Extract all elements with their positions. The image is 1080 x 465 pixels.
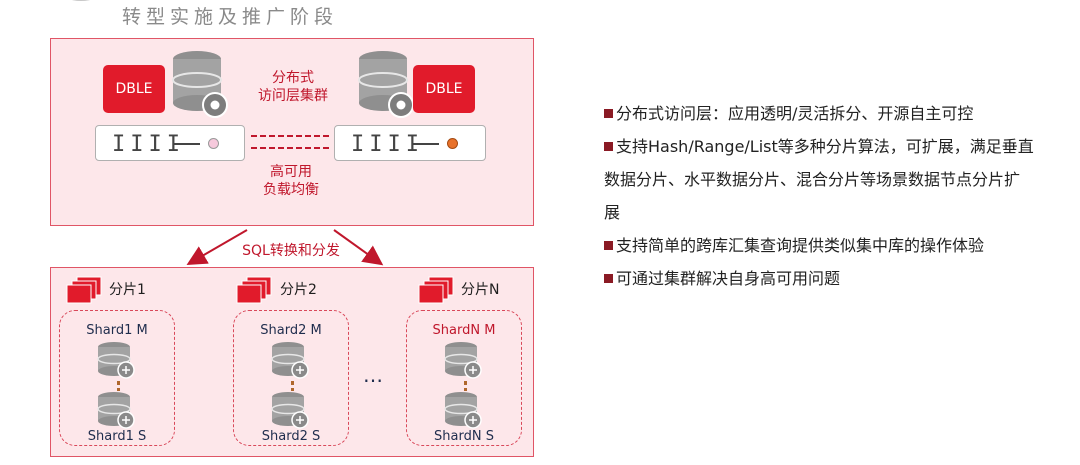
database-icon	[444, 392, 482, 429]
load-balancer-right: IIII	[334, 125, 486, 161]
lb-status-light	[208, 138, 219, 149]
database-icon	[97, 392, 135, 429]
database-gear-icon-left	[172, 51, 228, 118]
shard-slave-label: ShardN S	[434, 429, 494, 444]
database-icon	[97, 342, 135, 379]
database-icon	[271, 342, 309, 379]
feature-item: 分布式访问层：应用透明/灵活拆分、开源自主可控	[604, 97, 1034, 130]
feature-item: 支持简单的跨库汇集查询提供类似集中库的操作体验	[604, 229, 1034, 262]
lb-port-bars: IIII	[351, 132, 424, 157]
fragment-label: 分片2	[280, 282, 317, 298]
shard-slave-label: Shard1 S	[87, 429, 147, 444]
ha-label-line1: 高可用	[270, 164, 312, 180]
shard-master-label: Shard1 M	[86, 323, 148, 338]
fragment-label: 分片1	[109, 282, 146, 298]
database-icon	[444, 342, 482, 379]
shard-group: Shard2 M Shard2 S	[233, 310, 349, 446]
bullet-square-icon	[604, 241, 613, 250]
lb-dash	[413, 143, 439, 145]
shard-master-label: ShardN M	[432, 323, 496, 338]
shard-group: ShardN M ShardN S	[406, 310, 522, 446]
sql-routing-label: SQL转换和分发	[242, 243, 340, 259]
ha-link	[251, 135, 329, 149]
access-layer-label-line1: 分布式	[272, 70, 314, 86]
feature-item: 可通过集群解决自身高可用问题	[604, 262, 1034, 295]
access-layer-label-line2: 访问层集群	[258, 88, 328, 104]
dble-node-left: DBLE	[103, 65, 165, 113]
feature-text: 分布式访问层：应用透明/灵活拆分、开源自主可控	[616, 104, 974, 123]
bullet-square-icon	[604, 274, 613, 283]
ha-label-line2: 负载均衡	[263, 182, 319, 198]
database-icon	[271, 392, 309, 429]
fragment-label: 分片N	[461, 282, 500, 298]
lb-dash	[174, 143, 200, 145]
dble-node-right: DBLE	[413, 65, 475, 113]
access-layer-panel: DBLE 分布式 访问层集群 DBLE IIII IIII 高可用 负载均衡	[50, 38, 534, 226]
shard-slave-label: Shard2 S	[261, 429, 321, 444]
fragment-stack-icon	[418, 276, 454, 304]
load-balancer-left: IIII	[95, 125, 245, 161]
bullet-square-icon	[604, 109, 613, 118]
shard-group: Shard1 M Shard1 S	[59, 310, 175, 446]
feature-list: 分布式访问层：应用透明/灵活拆分、开源自主可控 支持Hash/Range/Lis…	[604, 97, 1034, 295]
lb-status-light	[447, 138, 458, 149]
more-shards-ellipsis: …	[363, 363, 385, 387]
feature-text: 支持Hash/Range/List等多种分片算法，可扩展，满足垂直数据分片、水平…	[604, 137, 1034, 222]
feature-item: 支持Hash/Range/List等多种分片算法，可扩展，满足垂直数据分片、水平…	[604, 130, 1034, 229]
database-gear-icon-right	[358, 51, 414, 118]
feature-text: 可通过集群解决自身高可用问题	[616, 269, 841, 288]
fragment-stack-icon	[236, 276, 272, 304]
shards-panel: 分片1 Shard1 M Shard1 S 分片2 Shard2 M	[50, 267, 534, 457]
feature-text: 支持简单的跨库汇集查询提供类似集中库的操作体验	[616, 236, 985, 255]
shard-master-label: Shard2 M	[260, 323, 322, 338]
bullet-square-icon	[604, 142, 613, 151]
fragment-stack-icon	[66, 276, 102, 304]
lb-port-bars: IIII	[112, 132, 185, 157]
page-subtitle: 转型实施及推广阶段	[122, 6, 339, 28]
